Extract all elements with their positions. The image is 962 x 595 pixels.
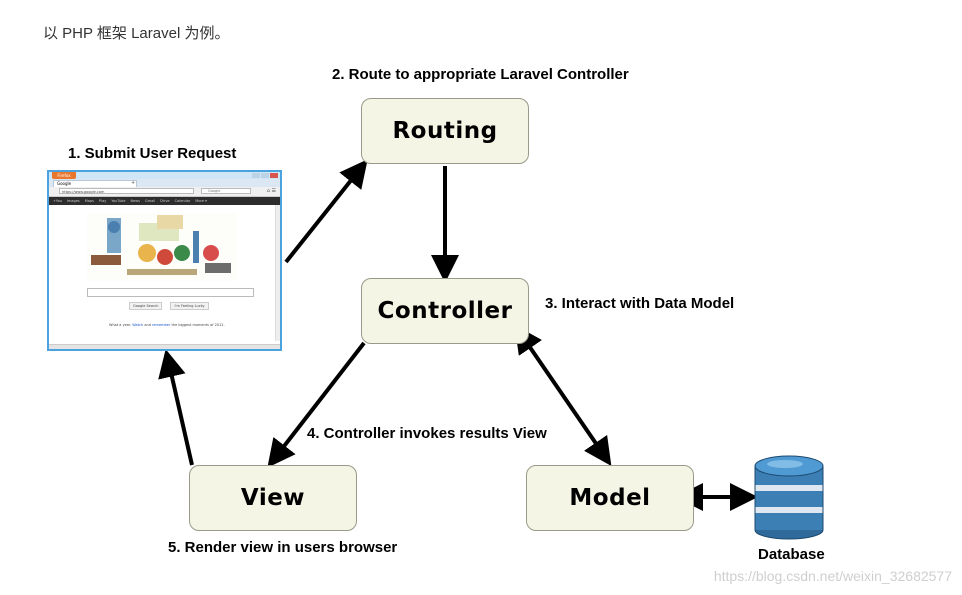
database-label: Database bbox=[758, 546, 825, 563]
feeling-lucky-button: I'm Feeling Lucky bbox=[170, 302, 209, 310]
step-render-label: 5. Render view in users browser bbox=[168, 539, 398, 556]
google-nav-item: News bbox=[130, 199, 140, 203]
step-route-label: 2. Route to appropriate Laravel Controll… bbox=[332, 66, 629, 83]
browser-tab: Google bbox=[53, 180, 137, 187]
browser-search-buttons: Google Search I'm Feeling Lucky bbox=[129, 302, 209, 310]
google-nav-item: YouTube bbox=[111, 199, 126, 203]
google-nav-item: +You bbox=[53, 199, 62, 203]
database-icon bbox=[754, 455, 824, 540]
browser-url: https://www.google.com bbox=[59, 188, 194, 194]
google-nav-item: Gmail bbox=[145, 199, 156, 203]
browser-titlebar: Firefox bbox=[49, 172, 280, 179]
browser-page: Google Search I'm Feeling Lucky What a y… bbox=[49, 205, 280, 345]
model-box: Model bbox=[526, 465, 694, 531]
google-nav-item: More ▾ bbox=[195, 199, 207, 203]
browser-search-input bbox=[87, 288, 254, 297]
browser-home-icon: ⌂ ☰ bbox=[266, 188, 276, 194]
browser-search-box: Google bbox=[201, 188, 251, 194]
google-nav-item: Drive bbox=[160, 199, 170, 203]
watermark: https://blog.csdn.net/weixin_32682577 bbox=[713, 568, 952, 584]
google-nav-item: Play bbox=[98, 199, 107, 203]
google-nav-item: Calendar bbox=[174, 199, 191, 203]
browser-urlbar: https://www.google.com Google ⌂ ☰ bbox=[49, 187, 280, 197]
intro-text: 以 PHP 框架 Laravel 为例。 bbox=[43, 25, 230, 42]
google-search-button: Google Search bbox=[129, 302, 163, 310]
step-submit-label: 1. Submit User Request bbox=[68, 145, 237, 162]
browser-vertical-scrollbar bbox=[275, 205, 280, 341]
step-interact-label: 3. Interact with Data Model bbox=[545, 295, 735, 312]
arrow-interact bbox=[514, 324, 612, 466]
routing-box: Routing bbox=[361, 98, 529, 164]
new-tab-icon: + bbox=[131, 180, 136, 186]
google-nav-item: Images bbox=[66, 199, 80, 203]
controller-box: Controller bbox=[361, 278, 529, 344]
arrow-submit bbox=[284, 159, 368, 264]
view-box: View bbox=[189, 465, 357, 531]
google-nav-item: Maps bbox=[84, 199, 94, 203]
step-invoke-label: 4. Controller invokes results View bbox=[307, 425, 547, 442]
google-doodle-image bbox=[87, 213, 237, 281]
google-nav-bar: +You Images Maps Play YouTube News Gmail Drive C… bbox=[49, 197, 280, 205]
browser-tabbar: Google + bbox=[49, 179, 280, 187]
arrow-invoke bbox=[267, 341, 366, 468]
window-controls bbox=[252, 173, 278, 178]
arrow-render bbox=[158, 349, 194, 466]
browser-window-illustration: Firefox Google + https://www.google.com … bbox=[47, 170, 282, 351]
browser-footer-text: What a year. Watch and remember the bigg… bbox=[109, 323, 225, 327]
browser-badge: Firefox bbox=[52, 172, 76, 179]
browser-horizontal-scrollbar bbox=[49, 344, 280, 349]
